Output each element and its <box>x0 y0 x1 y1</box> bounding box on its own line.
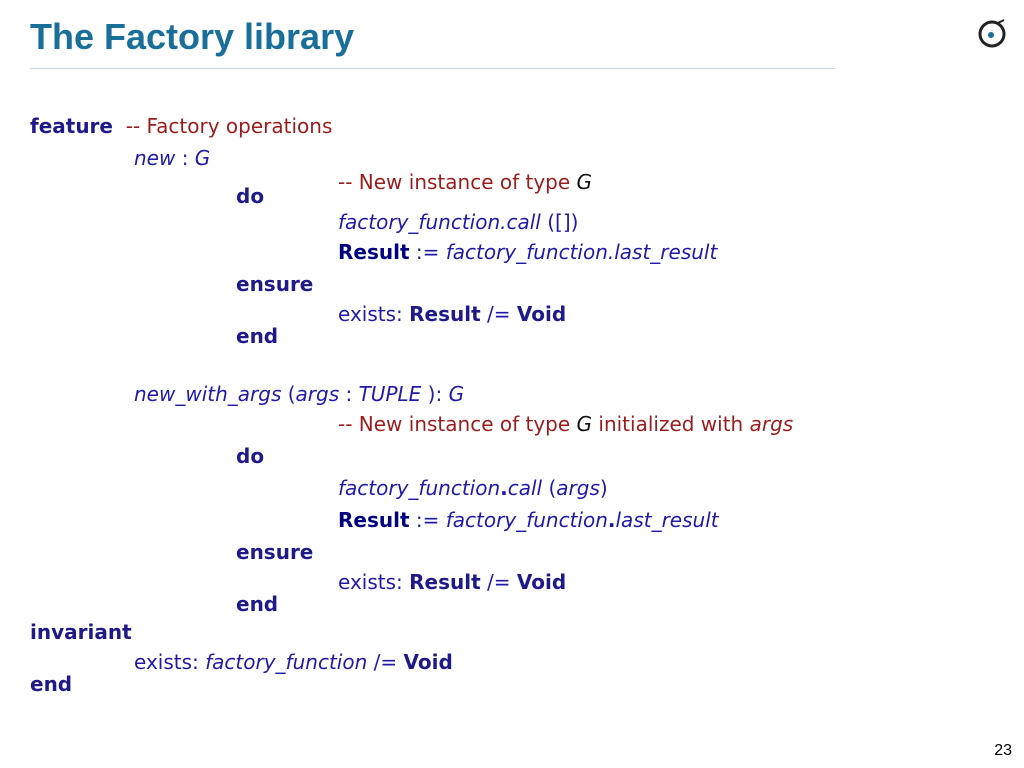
type-g: G <box>576 170 593 194</box>
code-line-invariant: invariant <box>30 620 132 644</box>
expr-factory-function: factory_function <box>338 476 501 500</box>
operator-assign: := <box>409 240 446 264</box>
keyword-result: Result <box>409 302 481 326</box>
operator-not-equal: /= <box>367 650 404 674</box>
eiffel-logo-icon <box>978 19 1006 48</box>
code-line-result-assign: Result := factory_function.last_result <box>338 240 717 264</box>
arg-name: args <box>556 476 600 500</box>
code-line-ensure: ensure <box>236 540 313 564</box>
paren-close: ) <box>599 476 608 500</box>
code-line-new-with-args-comment: -- New instance of type G initialized wi… <box>338 412 793 436</box>
comment-factory-operations: -- Factory operations <box>125 114 333 138</box>
keyword-end: end <box>236 324 279 348</box>
keyword-result: Result <box>409 570 481 594</box>
keyword-void: Void <box>516 302 567 326</box>
keyword-result: Result <box>338 240 410 264</box>
type-g: G <box>576 412 593 436</box>
type-tuple: TUPLE <box>358 382 422 406</box>
dot: . <box>500 476 508 500</box>
code-line-postcondition: exists: Result /= Void <box>338 302 566 326</box>
keyword-result: Result <box>338 508 410 532</box>
call-args: ([]) <box>540 210 579 234</box>
assertion-label: exists: <box>338 302 410 326</box>
comment-initialized-with: initialized with <box>592 412 750 436</box>
assertion-label: exists: <box>134 650 206 674</box>
keyword-ensure: ensure <box>236 540 314 564</box>
keyword-do: do <box>236 184 265 208</box>
keyword-invariant: invariant <box>30 620 132 644</box>
keyword-do: do <box>236 444 265 468</box>
comment-new-instance: -- New instance of type <box>338 170 577 194</box>
code-line-invariant-clause: exists: factory_function /= Void <box>134 650 453 674</box>
code-line-end: end <box>236 592 278 616</box>
separator: : <box>175 146 195 170</box>
comment-args: args <box>749 412 794 436</box>
expr-factory-function: factory_function <box>445 508 608 532</box>
paren-open: ( <box>281 382 296 406</box>
separator: : <box>339 382 359 406</box>
title-divider <box>30 68 835 69</box>
feature-name-new: new <box>134 146 176 170</box>
assertion-label: exists: <box>338 570 410 594</box>
feature-name-new-with-args: new_with_args <box>134 382 282 406</box>
code-line-do: do <box>236 444 264 468</box>
type-g: G <box>194 146 211 170</box>
code-line-new-signature: new : G <box>134 146 210 170</box>
code-line-end: end <box>236 324 278 348</box>
slide-title: The Factory library <box>30 16 355 57</box>
arg-name: args <box>295 382 340 406</box>
code-line-feature: feature -- Factory operations <box>30 114 332 138</box>
operator-not-equal: /= <box>480 570 517 594</box>
dot: . <box>607 508 616 532</box>
code-line-new-with-args-signature: new_with_args (args : TUPLE ): G <box>134 382 464 406</box>
keyword-feature: feature <box>30 114 113 138</box>
expr-factory-call: factory_function.call <box>338 210 541 234</box>
expr-last-result: factory_function.last_result <box>445 240 718 264</box>
operator-assign: := <box>409 508 446 532</box>
type-g: G <box>448 382 465 406</box>
code-line-result-assign-2: Result := factory_function.last_result <box>338 508 719 532</box>
comment-new-instance: -- New instance of type <box>338 412 577 436</box>
keyword-end: end <box>236 592 279 616</box>
code-line-class-end: end <box>30 672 72 696</box>
code-line-ensure: ensure <box>236 272 313 296</box>
code-line-call-args: factory_function.call (args) <box>338 476 608 500</box>
operator-not-equal: /= <box>480 302 517 326</box>
expr-call: call <box>507 476 543 500</box>
code-line-new-comment: -- New instance of type G <box>338 170 592 194</box>
keyword-void: Void <box>403 650 453 674</box>
code-line-call: factory_function.call ([]) <box>338 210 578 234</box>
code-line-postcondition-2: exists: Result /= Void <box>338 570 566 594</box>
paren-close: ): <box>421 382 449 406</box>
keyword-end: end <box>30 672 73 696</box>
expr-factory-function: factory_function <box>205 650 368 674</box>
expr-last-result: last_result <box>615 508 719 532</box>
code-line-do: do <box>236 184 264 208</box>
keyword-ensure: ensure <box>236 272 314 296</box>
keyword-void: Void <box>516 570 567 594</box>
page-number: 23 <box>994 742 1012 759</box>
paren-open: ( <box>542 476 557 500</box>
